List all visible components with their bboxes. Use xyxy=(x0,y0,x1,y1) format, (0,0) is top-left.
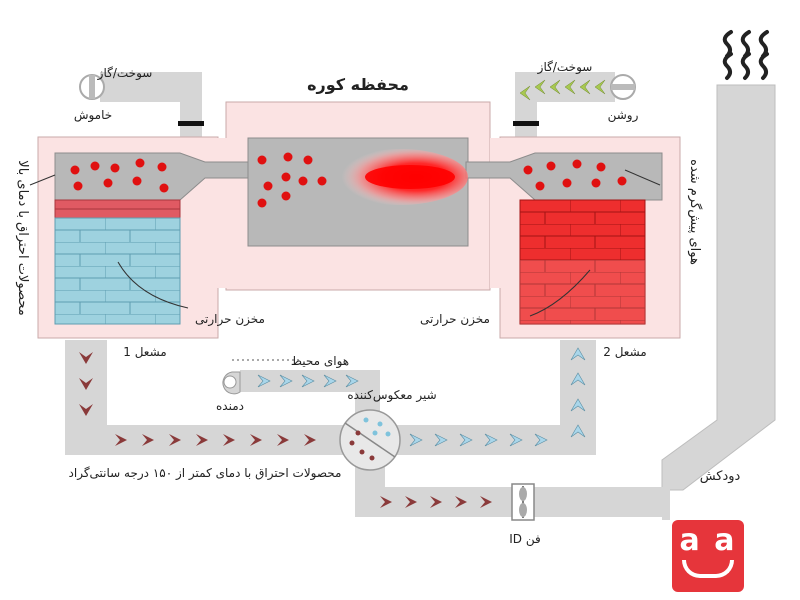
fuel-valve-bar-right xyxy=(513,121,539,126)
arrows-bottom-left xyxy=(115,434,316,446)
label-burner-1: مشعل 1 xyxy=(123,345,166,359)
arrows-right-duct xyxy=(409,433,548,447)
label-state-off: خاموش xyxy=(74,108,112,123)
label-preheated-air: هوای پیش‌گرم شده xyxy=(687,159,703,265)
label-burner-2: مشعل 2 xyxy=(603,345,646,359)
particles-right xyxy=(523,159,627,191)
label-regenerator-right: مخزن حرارتی xyxy=(420,312,490,327)
particles-chamber xyxy=(257,152,327,208)
label-ambient-air: هوای محیط xyxy=(291,354,349,369)
logo-text: a a xyxy=(679,523,737,558)
label-hot-combustion-products: محصولات احتراق با دمای بالا xyxy=(15,160,30,315)
logo-icon: a a xyxy=(672,520,744,592)
reversing-valve-icon xyxy=(339,409,401,471)
leader-line-hot xyxy=(29,174,56,186)
arrows-to-fan xyxy=(380,496,492,508)
label-id-fan: ID فن xyxy=(509,532,540,547)
logo-smile xyxy=(682,560,734,578)
arrows-up-right xyxy=(570,347,586,438)
fuel-valve-bar-left xyxy=(178,121,204,126)
arrows-blower xyxy=(257,374,359,388)
fuel-arrows xyxy=(519,79,606,101)
particles-left xyxy=(70,158,169,193)
valve-on-icon xyxy=(610,74,636,100)
label-cool-combustion-products: محصولات احتراق با دمای کمتر از ۱۵۰ درجه … xyxy=(69,466,342,481)
regenerator-right xyxy=(519,199,646,325)
label-state-on: روشن xyxy=(608,108,639,123)
id-fan-icon xyxy=(511,483,535,521)
blower-icon xyxy=(222,371,241,395)
regenerator-left xyxy=(54,199,181,325)
leader-line-left xyxy=(117,261,189,309)
label-furnace-chamber: محفظه کوره xyxy=(307,75,409,94)
smoke-icon xyxy=(722,30,769,80)
leader-line-right xyxy=(529,269,591,317)
label-reversing-valve: شیر معکوس‌کننده xyxy=(347,388,436,403)
flame-core xyxy=(365,165,455,189)
arrows-down-left xyxy=(79,352,93,416)
valve-off-icon xyxy=(79,74,105,100)
leader-line-preheated xyxy=(624,169,661,186)
label-blower: دمنده xyxy=(216,399,244,413)
label-fuel-gas-left: سوخت/گاز xyxy=(97,66,153,81)
label-fuel-gas-right: سوخت/گاز xyxy=(537,60,593,75)
label-regenerator-left: مخزن حرارتی xyxy=(195,312,265,327)
label-chimney: دودکش xyxy=(700,469,741,484)
